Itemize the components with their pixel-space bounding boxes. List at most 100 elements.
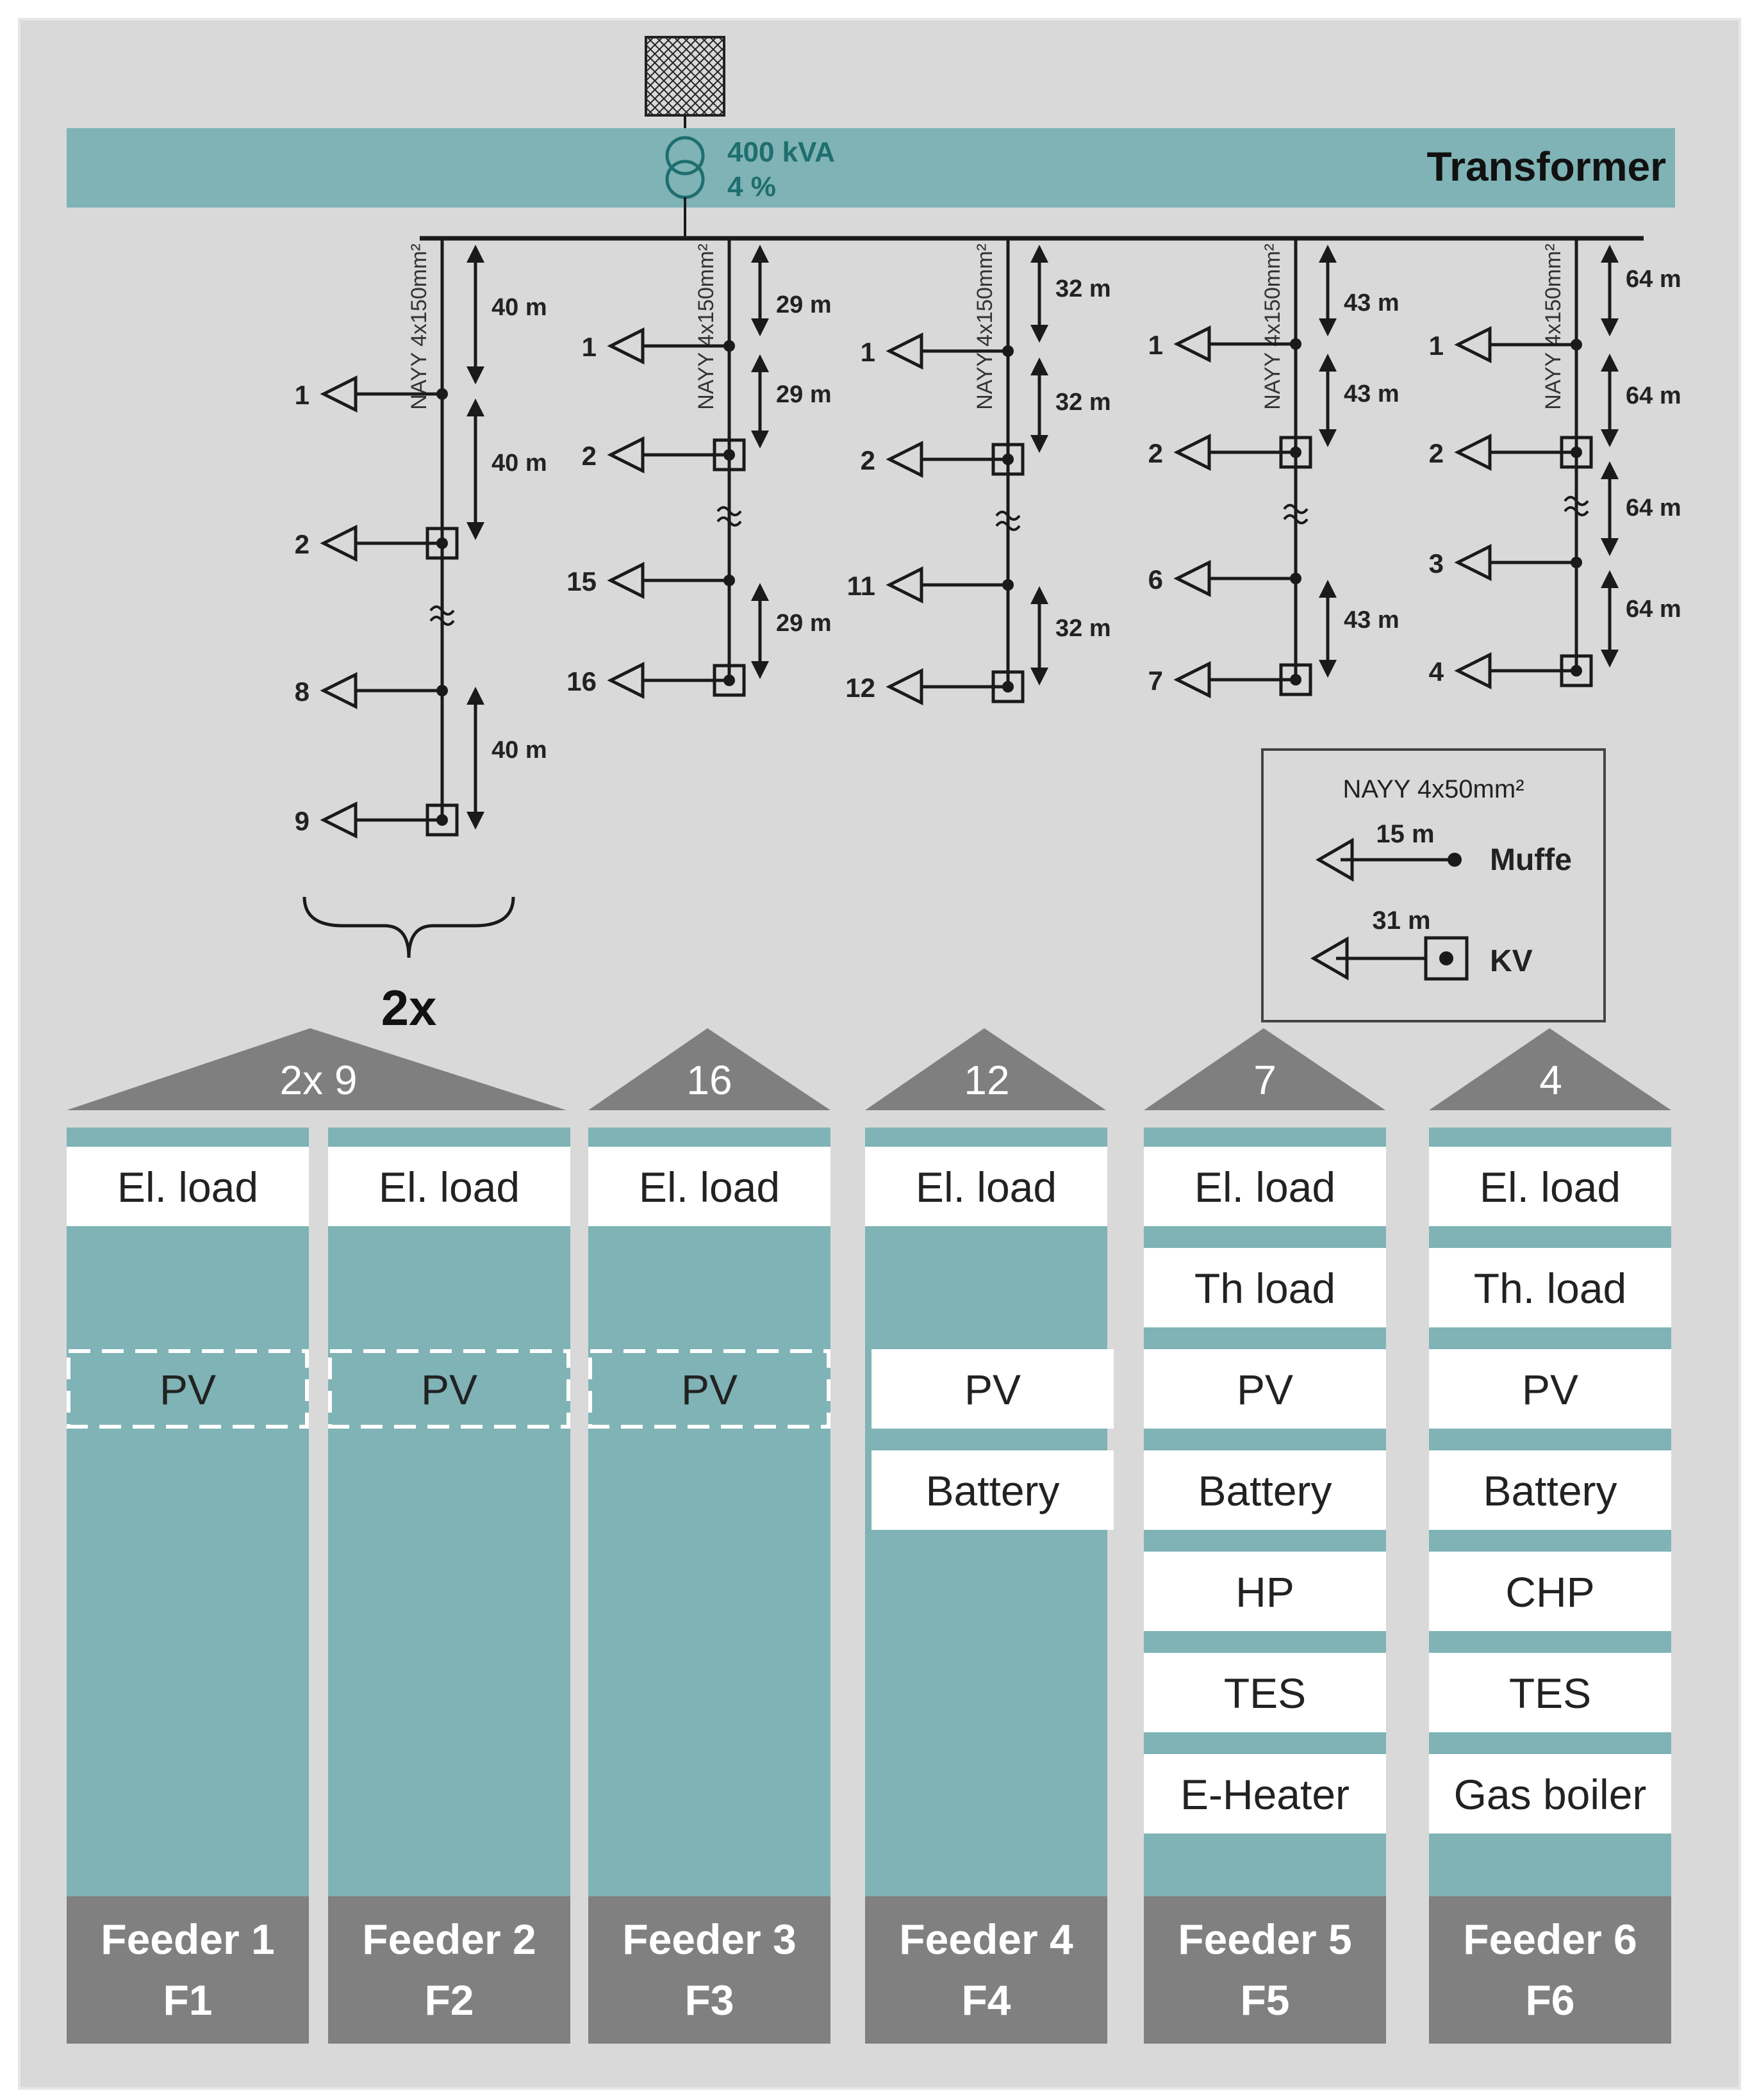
junction-dot-icon: [1002, 681, 1014, 693]
load-triangle-icon: [1173, 660, 1211, 699]
arrow-down-icon: [751, 661, 769, 679]
load-triangle-icon: [320, 524, 358, 562]
component-label: PV: [681, 1366, 738, 1413]
component-box-dashed: [588, 1349, 830, 1429]
count-triangle-f3: [588, 1028, 830, 1110]
count-triangle-f6: [1429, 1028, 1671, 1110]
component-label: Gas boiler: [1454, 1771, 1647, 1818]
cable-distribution-box-icon: [1560, 436, 1593, 469]
feeder-name: Feeder 2: [362, 1915, 536, 1963]
cable-distribution-box-icon: [425, 803, 459, 837]
feeder-footer-1: [67, 1896, 309, 2044]
transformer-rating: 400 kVA: [727, 136, 835, 168]
feeder-f4-cable-label: NAYY 4x150mm²: [973, 243, 997, 410]
component-label: El. load: [117, 1163, 258, 1211]
component-label: CHP: [1505, 1568, 1594, 1616]
distance-label: 29 m: [776, 381, 832, 408]
feeder-footer-6: [1429, 1896, 1671, 2044]
distance-label: 40 m: [491, 450, 547, 477]
arrow-up-icon: [467, 245, 484, 263]
cable-distribution-box-icon: [1279, 663, 1312, 696]
feeder-code: F1: [163, 1976, 212, 2024]
count-triangle-f5: [1144, 1028, 1385, 1110]
junction-dot-icon: [723, 675, 735, 686]
transformer-label: Transformer: [1427, 144, 1666, 190]
node-label: 8: [295, 677, 310, 707]
component-label: Th. load: [1474, 1265, 1626, 1312]
distance-label: 40 m: [491, 737, 547, 764]
feeder-f1-cable-label: NAYY 4x150mm²: [407, 243, 431, 410]
arrow-up-icon: [1601, 245, 1619, 263]
feeder-code: F4: [961, 1976, 1011, 2024]
junction-dot-icon: [1002, 454, 1014, 465]
arrow-up-icon: [467, 398, 484, 416]
node-label: 1: [1148, 330, 1163, 360]
node-label: 11: [847, 571, 875, 601]
node-label: 2: [1429, 438, 1444, 468]
feeder-f6-break-icon: [1564, 496, 1589, 516]
node-label: 3: [1429, 548, 1444, 578]
component-box: [871, 1349, 1114, 1429]
component-label: El. load: [639, 1163, 780, 1211]
component-box: [1429, 1147, 1671, 1226]
legend-kv-load-icon: [1310, 936, 1349, 981]
junction-dot-icon: [1290, 338, 1301, 350]
junction-dot-icon: [723, 449, 735, 461]
feeder-code: F3: [684, 1976, 734, 2024]
distance-label: 32 m: [1055, 615, 1111, 642]
feeder-name: Feeder 4: [899, 1915, 1073, 1963]
component-label: PV: [160, 1366, 216, 1413]
component-label: El. load: [916, 1163, 1057, 1211]
component-box: [1144, 1653, 1386, 1732]
count-label-f6: 4: [1539, 1057, 1562, 1103]
arrow-down-icon: [467, 522, 484, 540]
arrow-up-icon: [1030, 245, 1048, 263]
component-box: [1429, 1349, 1671, 1429]
component-box: [865, 1147, 1107, 1226]
component-label: TES: [1509, 1669, 1591, 1717]
node-label: 2: [1148, 438, 1163, 468]
distance-label: 64 m: [1626, 495, 1681, 521]
legend-kv-box-icon: [1424, 936, 1469, 981]
component-box-dashed: [67, 1349, 309, 1429]
distance-label: 29 m: [776, 291, 832, 318]
arrow-up-icon: [1319, 245, 1337, 263]
legend-muffe-length: 15 m: [1376, 820, 1434, 848]
cable-distribution-box-icon: [991, 670, 1025, 703]
multiplier-label: 2x: [381, 980, 437, 1036]
multiplier-brace: [302, 896, 515, 958]
node-label: 1: [861, 337, 875, 367]
arrow-up-icon: [1601, 354, 1619, 372]
load-triangle-icon: [607, 327, 645, 365]
node-label: 1: [582, 332, 597, 362]
feeder-f1-break-icon: [429, 605, 455, 626]
node-label: 4: [1429, 657, 1444, 687]
arrow-up-icon: [1030, 357, 1048, 375]
component-box: [67, 1147, 309, 1226]
component-label: PV: [964, 1366, 1021, 1413]
junction-dot-icon: [1571, 557, 1582, 568]
component-label: PV: [1522, 1366, 1578, 1413]
distance-label: 32 m: [1055, 389, 1111, 416]
arrow-up-icon: [751, 245, 769, 263]
arrow-down-icon: [1601, 538, 1619, 556]
junction-dot-icon: [723, 340, 735, 352]
feeder-f5-break-icon: [1283, 504, 1309, 525]
arrow-down-icon: [1030, 325, 1048, 343]
distance-label: 32 m: [1055, 275, 1111, 302]
component-label: Battery: [1483, 1467, 1617, 1514]
count-label-f4: 12: [964, 1057, 1009, 1103]
arrow-down-icon: [1601, 429, 1619, 447]
load-triangle-icon: [607, 436, 645, 474]
legend-cable-type: NAYY 4x50mm²: [1342, 775, 1524, 803]
count-label-f3: 16: [686, 1057, 732, 1103]
legend-muffe-dot-icon: [1448, 853, 1462, 867]
arrow-down-icon: [467, 812, 484, 830]
load-triangle-icon: [886, 668, 923, 706]
feeder-f6-cable-label: NAYY 4x150mm²: [1541, 243, 1565, 410]
distance-label: 29 m: [776, 610, 832, 637]
feeder-footer-2: [328, 1896, 570, 2044]
cable-distribution-box-icon: [713, 664, 746, 697]
transformer-impedance: 4 %: [727, 171, 776, 202]
